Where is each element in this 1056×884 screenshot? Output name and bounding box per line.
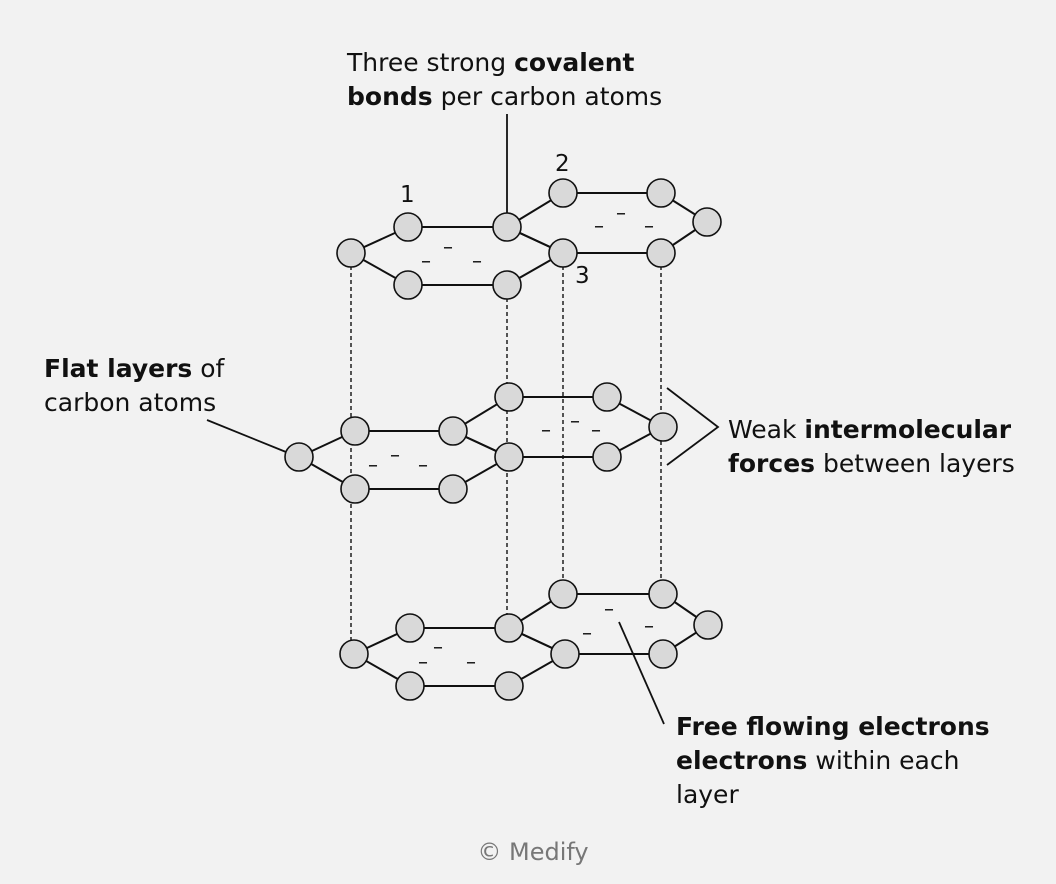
electron-symbol: –: [443, 235, 453, 259]
electron-symbol: –: [594, 214, 604, 238]
carbon-atom: [340, 474, 370, 504]
carbon-atom: [648, 579, 678, 609]
electron-symbol: –: [368, 453, 378, 477]
carbon-atom: [592, 382, 622, 412]
electron-symbol: –: [616, 201, 626, 225]
top-ring-left: [350, 226, 564, 286]
bond-number-3: 3: [575, 263, 590, 289]
weak-forces-label: Weak intermolecular forces between layer…: [728, 415, 1015, 478]
carbon-atom: [438, 474, 468, 504]
electron-symbol: –: [582, 621, 592, 645]
bond-number-2: 2: [555, 151, 570, 177]
electron-symbol: –: [418, 650, 428, 674]
carbon-atom: [692, 207, 722, 237]
carbon-atom: [592, 442, 622, 472]
electron-symbol: –: [466, 650, 476, 674]
carbon-atom: [395, 613, 425, 643]
carbon-atom: [393, 270, 423, 300]
top-ring-right: [506, 192, 708, 254]
electron-symbol: –: [472, 249, 482, 273]
electron-symbol: –: [541, 418, 551, 442]
electron-symbol: –: [390, 443, 400, 467]
flat-layers-label: Flat layers of carbon atoms: [44, 354, 225, 417]
middle-ring-left: [298, 430, 510, 490]
bottom-ring-left: [353, 627, 566, 687]
middle-ring-right: [452, 396, 664, 458]
carbon-atom: [548, 178, 578, 208]
bond-number-1: 1: [400, 182, 415, 208]
delocalized-electrons: ––––––––––––––––––: [368, 201, 654, 674]
electron-symbol: –: [433, 635, 443, 659]
carbon-atom: [494, 671, 524, 701]
carbon-atom: [693, 610, 723, 640]
electron-symbol: –: [570, 409, 580, 433]
carbon-atom: [646, 238, 676, 268]
electron-symbol: –: [644, 214, 654, 238]
pointer-line-2: [206, 419, 287, 453]
carbon-atom: [648, 412, 678, 442]
carbon-atom: [339, 639, 369, 669]
copyright-text: © Medify: [477, 838, 589, 866]
carbon-atom: [438, 416, 468, 446]
free-electrons-label: Free flowing electrons electrons within …: [676, 712, 990, 809]
carbon-atom: [648, 639, 678, 669]
electron-symbol: –: [591, 418, 601, 442]
electron-symbol: –: [604, 597, 614, 621]
carbon-atom: [646, 178, 676, 208]
carbon-atom: [284, 442, 314, 472]
carbon-atom: [393, 212, 423, 242]
carbon-atom: [340, 416, 370, 446]
carbon-atom: [550, 639, 580, 669]
carbon-atom: [494, 613, 524, 643]
carbon-atom: [494, 442, 524, 472]
carbon-atom: [492, 212, 522, 242]
carbon-atom: [548, 238, 578, 268]
carbon-atom: [494, 382, 524, 412]
label-pointer-lines: [206, 114, 720, 725]
pointer-line-3: [666, 387, 720, 466]
carbon-atom: [336, 238, 366, 268]
carbon-atom: [548, 579, 578, 609]
electron-symbol: –: [418, 453, 428, 477]
electron-symbol: –: [644, 614, 654, 638]
carbon-atoms: [284, 178, 723, 701]
carbon-atom: [395, 671, 425, 701]
covalent-bonds-label: Three strong covalent bonds per carbon a…: [347, 48, 663, 111]
carbon-atom: [492, 270, 522, 300]
electron-symbol: –: [421, 249, 431, 273]
pointer-line-4: [618, 621, 665, 725]
